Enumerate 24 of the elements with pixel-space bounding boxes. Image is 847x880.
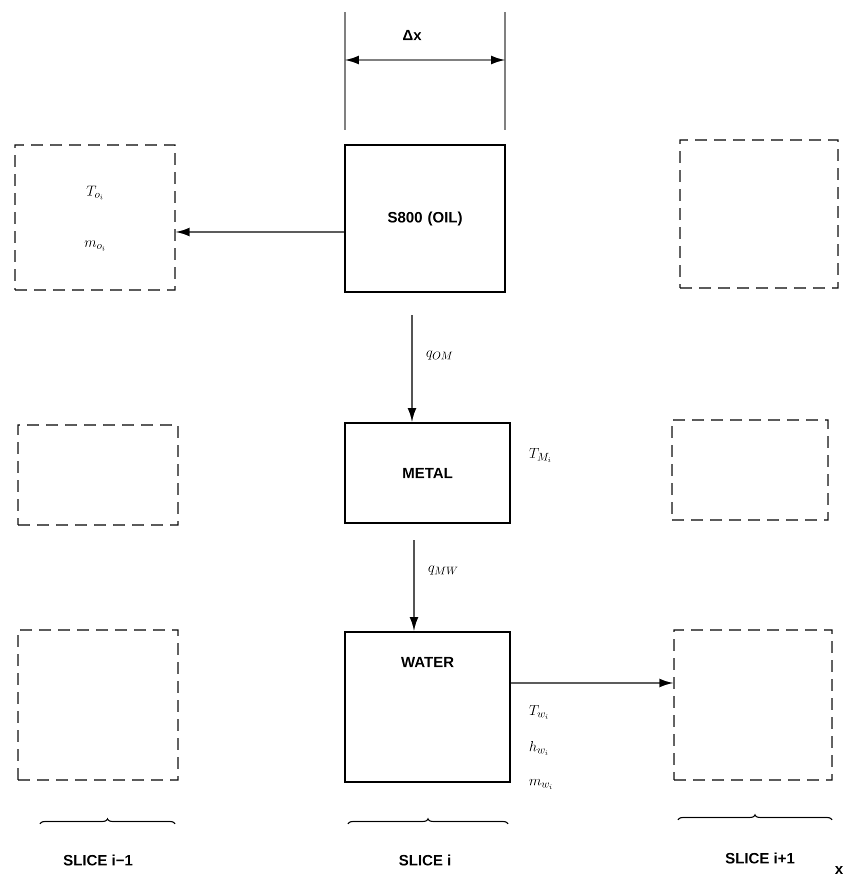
dashed-box	[17, 629, 179, 781]
process-box: WATER	[344, 631, 511, 783]
variable-label: $T_{w_i}$	[529, 705, 548, 719]
edge-label: $q_{MW}$	[428, 565, 458, 574]
dashed-box: $T_{o_i}$ $m_{o_i}$	[14, 144, 176, 291]
slice-label: SLICE i	[399, 854, 450, 866]
slice-label: SLICE i+1	[726, 852, 794, 864]
slice-label: SLICE i−1	[64, 854, 132, 866]
arrow	[178, 228, 344, 236]
edge-label: $q_{OM}$	[426, 350, 452, 360]
variable-label: $T_{M_i}$	[529, 448, 550, 462]
variable-label: $m_{w_i}$	[529, 778, 552, 790]
variable-label: $h_{w_i}$	[530, 741, 548, 755]
arrow	[511, 678, 671, 688]
dimension-label: Δx	[403, 30, 422, 40]
dashed-box	[17, 424, 179, 526]
arrow	[410, 540, 418, 629]
axis-label: x	[834, 866, 844, 874]
process-box: METAL	[344, 422, 511, 524]
process-box: S800 (OIL)	[344, 144, 506, 293]
dashed-box	[673, 629, 833, 781]
dashed-box	[671, 419, 829, 521]
dashed-box	[679, 139, 839, 289]
arrow	[408, 315, 416, 420]
